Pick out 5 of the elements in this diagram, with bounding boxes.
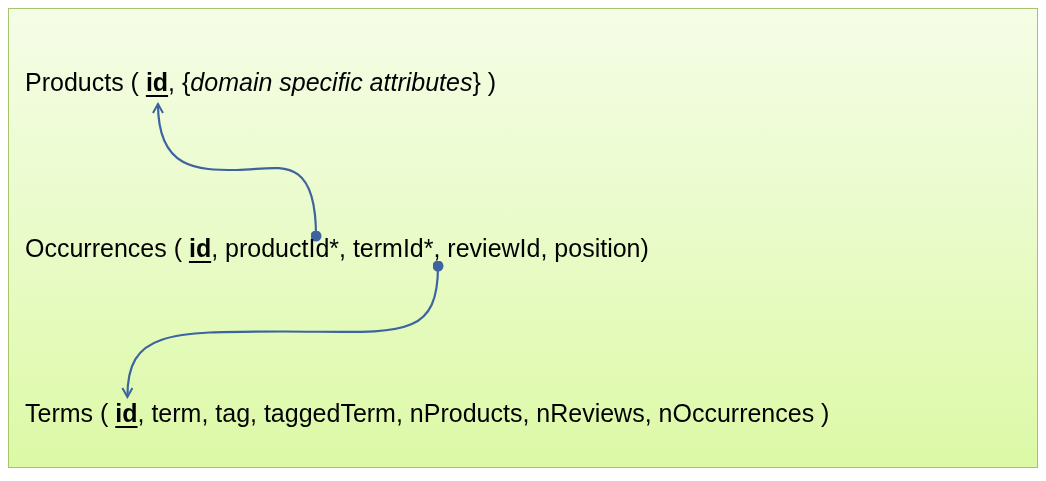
relation-schema: Products ( id, {domain specific attributes} ) bbox=[25, 67, 497, 97]
relation-schema: Occurrences ( id, productId*, termId*, reviewId, position) bbox=[25, 233, 649, 263]
arrow bbox=[121, 260, 444, 398]
arrow bbox=[152, 103, 322, 242]
relation-schema: Terms ( id, term, tag, taggedTerm, nProducts, nReviews, nOccurrences ) bbox=[25, 398, 830, 428]
